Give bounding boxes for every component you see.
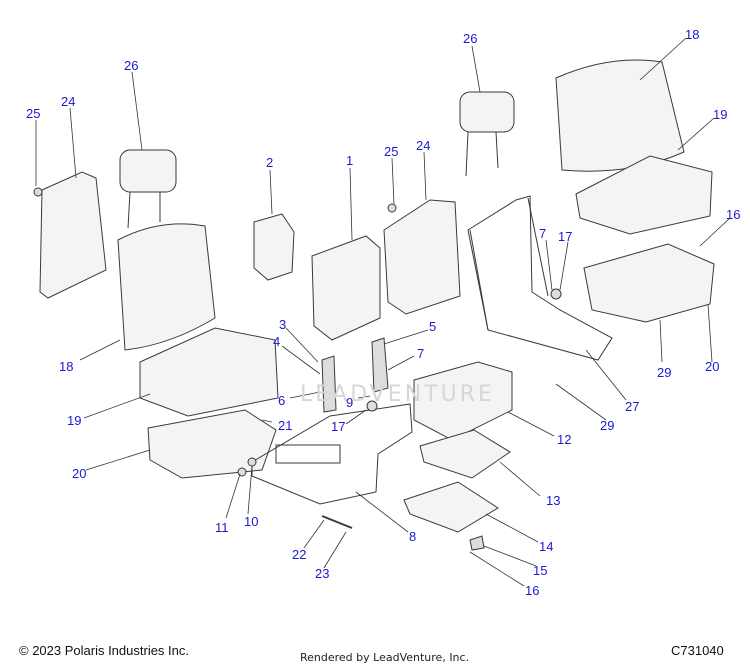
callout-17: 17 (558, 229, 573, 244)
callout-29: 29 (657, 365, 672, 380)
callout-19: 19 (67, 413, 82, 428)
seat-frame-27 (467, 195, 613, 361)
callout-16: 16 (726, 207, 741, 222)
callout-24: 24 (416, 138, 431, 153)
callout-24: 24 (61, 94, 76, 109)
watermark: LEADVENTURE (300, 382, 495, 407)
callout-23: 23 (315, 566, 330, 581)
bracket-3 (321, 355, 337, 413)
cushion-12 (413, 361, 513, 441)
callout-11: 11 (215, 520, 229, 535)
pad-13 (419, 429, 511, 479)
callout-10: 10 (244, 514, 259, 529)
diagram-code: C731040 (671, 643, 724, 658)
rendered-by-text: Rendered by LeadVenture, Inc. (300, 651, 470, 664)
seat-switch-2 (253, 213, 295, 281)
washer-10 (247, 457, 257, 467)
callout-27: 27 (625, 399, 640, 414)
callout-2: 2 (266, 155, 274, 170)
right-headrest (459, 91, 515, 133)
callout-29: 29 (600, 418, 615, 433)
callout-14: 14 (539, 539, 554, 554)
callout-15: 15 (533, 563, 548, 578)
nut-17b (366, 400, 378, 412)
callout-21: 21 (278, 418, 293, 433)
callout-7: 7 (417, 346, 425, 361)
callout-7: 7 (539, 226, 547, 241)
stud-22 (321, 515, 353, 529)
lower-frame-8 (251, 403, 413, 505)
callout-6: 6 (278, 393, 286, 408)
right-seat-back-panel (383, 199, 461, 315)
callout-4: 4 (273, 334, 281, 349)
nut-17a (550, 288, 562, 300)
left-seat-back-cushion (117, 223, 216, 351)
callout-16: 16 (525, 583, 540, 598)
callout-18: 18 (59, 359, 74, 374)
callout-19: 19 (713, 107, 728, 122)
callout-20: 20 (72, 466, 87, 481)
left-seat-back-panel (39, 171, 107, 299)
washer-11 (237, 467, 247, 477)
right-seat-base (583, 243, 715, 323)
bolt-25a (33, 187, 43, 197)
right-seat-back-cushion (555, 59, 685, 172)
callout-12: 12 (557, 432, 572, 447)
copyright-text: © 2023 Polaris Industries Inc. (19, 643, 189, 658)
callout-26: 26 (463, 31, 478, 46)
left-headrest (119, 149, 177, 193)
clip-15 (469, 535, 485, 551)
callout-17: 17 (331, 419, 346, 434)
callout-20: 20 (705, 359, 720, 374)
callout-25: 25 (384, 144, 399, 159)
callout-5: 5 (429, 319, 437, 334)
callout-25: 25 (26, 106, 41, 121)
bracket-5 (371, 337, 389, 393)
pad-14 (403, 481, 499, 533)
center-backrest-1 (311, 235, 381, 341)
callout-18: 18 (685, 27, 700, 42)
callout-26: 26 (124, 58, 139, 73)
bolt-25b (387, 203, 397, 213)
callout-22: 22 (292, 547, 307, 562)
callout-8: 8 (409, 529, 417, 544)
callout-1: 1 (346, 153, 354, 168)
frame-plate (275, 444, 341, 464)
right-seat-bottom-cushion (575, 155, 713, 235)
callout-9: 9 (346, 395, 354, 410)
callout-3: 3 (279, 317, 287, 332)
callout-13: 13 (546, 493, 561, 508)
left-seat-base (147, 409, 277, 479)
